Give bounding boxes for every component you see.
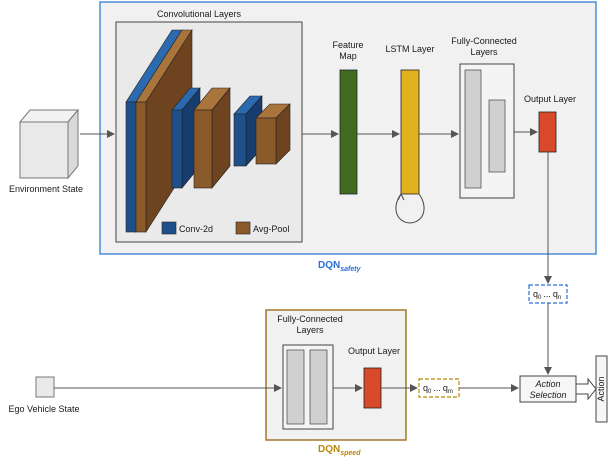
action-label: Action [596, 376, 606, 401]
environment-state-label: Environment State [9, 184, 83, 194]
feature-map-label-line1: Feature [332, 40, 363, 50]
fc-safety-layer-1 [464, 69, 482, 189]
conv-block-1 [125, 28, 193, 234]
fc-speed-label-line1: Fully-Connected [277, 314, 343, 324]
fc-safety-label-line1: Fully-Connected [451, 36, 517, 46]
lstm-recurrent-loop [395, 193, 425, 224]
fc-speed-layer-2 [309, 349, 328, 425]
output-speed-label: Output Layer [348, 346, 400, 356]
legend-conv-label: Conv-2d [179, 224, 213, 234]
feature-map-block [339, 69, 358, 195]
feature-map-label-line2: Map [339, 51, 357, 61]
action-selection-label-line2: Selection [529, 390, 566, 400]
q-safety-values: q0...qn [533, 289, 561, 301]
legend-pool-swatch [235, 221, 251, 235]
conv-layers-title: Convolutional Layers [157, 9, 242, 19]
ego-vehicle-state-box [35, 376, 55, 398]
output-safety-block [538, 111, 557, 153]
q-speed-values: q0...qm [423, 383, 453, 395]
lstm-label: LSTM Layer [385, 44, 434, 54]
dqn-speed-title: DQNspeed [318, 444, 361, 457]
fc-speed-layer-1 [286, 349, 305, 425]
action-selection-box [519, 375, 577, 403]
action-box [595, 355, 608, 423]
output-speed-block [363, 367, 382, 409]
fc-speed-label-line2: Layers [296, 325, 324, 335]
arrow-action-selection-to-action [575, 377, 597, 401]
conv-block-2 [171, 87, 231, 189]
ego-vehicle-state-label: Ego Vehicle State [8, 404, 79, 414]
dqn-safety-title: DQNsafety [318, 260, 362, 273]
lstm-block [400, 69, 420, 195]
action-selection-label-line1: Action [534, 379, 560, 389]
output-safety-label: Output Layer [524, 94, 576, 104]
lstm-loop-arrowhead [397, 192, 405, 201]
conv-block-3 [233, 95, 291, 167]
legend-pool-label: Avg-Pool [253, 224, 289, 234]
legend-conv-swatch [161, 221, 177, 235]
fc-safety-layer-2 [488, 99, 506, 173]
environment-state-cube [18, 108, 80, 180]
fc-safety-label-line2: Layers [470, 47, 498, 57]
